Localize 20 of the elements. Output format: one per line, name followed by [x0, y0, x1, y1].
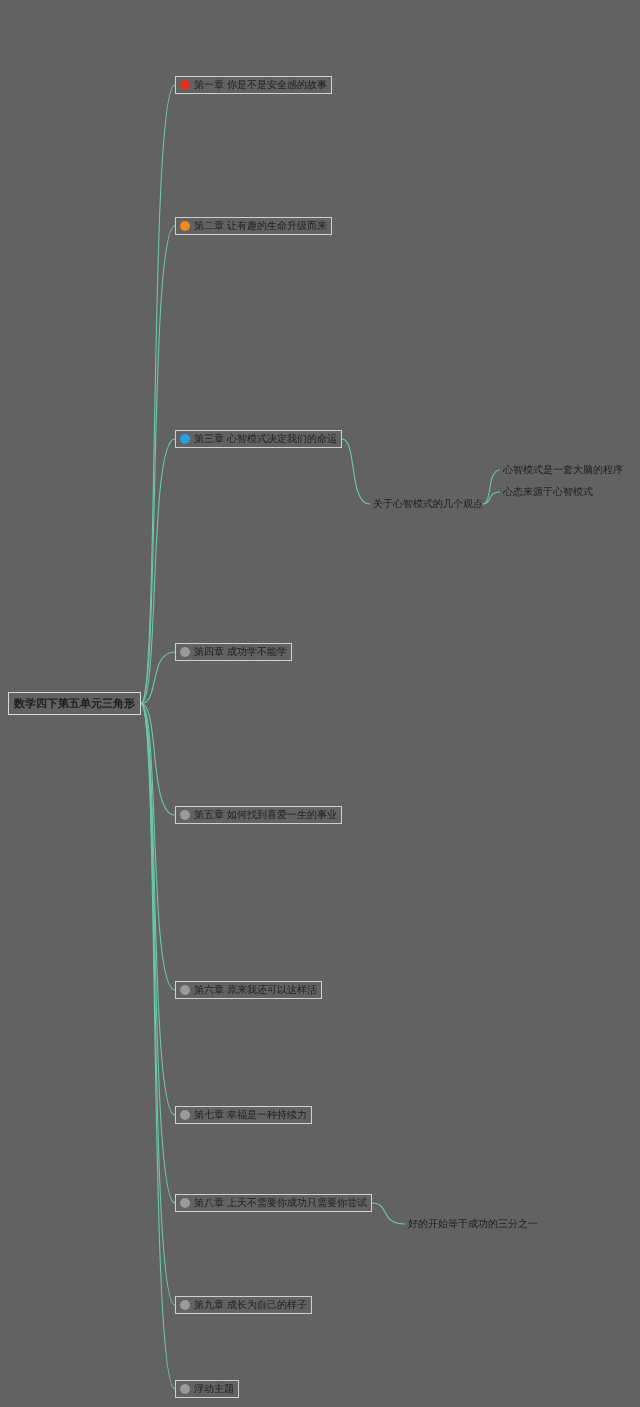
branch-line: [140, 651, 176, 705]
branch-line: [371, 1202, 406, 1225]
chapter-box: [175, 981, 323, 999]
chapter-box: [175, 643, 293, 661]
branch-line: [140, 225, 176, 705]
chapter-box: [175, 1106, 313, 1124]
chapter-box: [175, 217, 333, 235]
chapter-box: [175, 430, 343, 448]
branch-line: [140, 702, 176, 816]
branch-line: [140, 702, 176, 1116]
chapter-box: [175, 1380, 239, 1398]
chapter-box: [175, 1194, 373, 1212]
chapter-box: [175, 1296, 313, 1314]
branch-line: [140, 702, 176, 991]
chapter-box: [175, 806, 343, 824]
branch-line: [482, 491, 501, 505]
branch-line: [140, 438, 176, 705]
branch-line: [482, 469, 501, 505]
branch-line: [341, 438, 371, 505]
chapter-box: [175, 76, 333, 94]
